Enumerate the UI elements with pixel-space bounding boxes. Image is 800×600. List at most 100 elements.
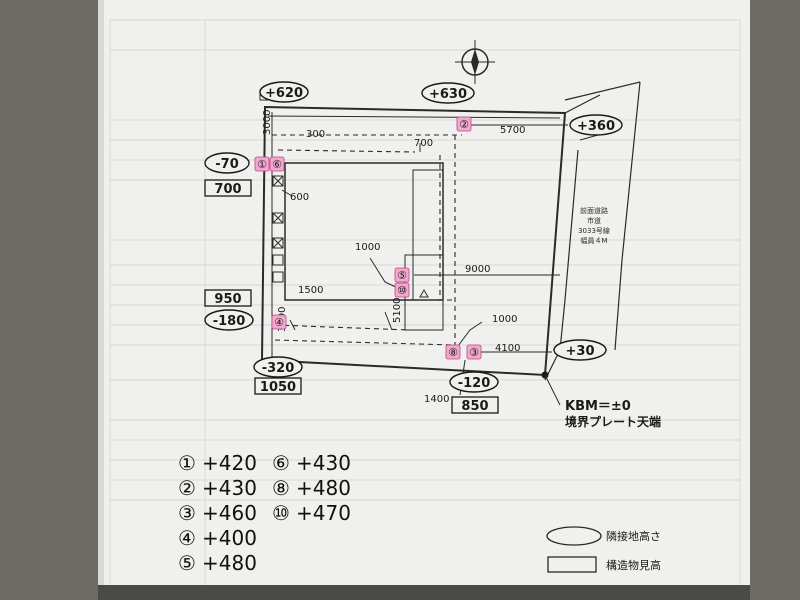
neighbor-height-nh-sw: -320 [253, 356, 303, 378]
survey-point-marker [445, 344, 461, 360]
dimension-d3000: 3000 [262, 110, 273, 135]
point-height-value: +420 [202, 451, 257, 475]
neighbor-height-ellipse [204, 152, 250, 174]
point-height-marker: ⑥ [272, 451, 290, 475]
survey-point-p8: ⑧ [445, 344, 461, 360]
survey-point-marker [269, 156, 285, 172]
neighbor-height-value: -320 [262, 361, 295, 376]
north-compass-icon [455, 40, 495, 84]
point-height-item: ⑤+480 [178, 551, 257, 575]
point-height-marker: ⑤ [178, 551, 196, 575]
survey-point-label: ④ [274, 316, 284, 329]
neighbor-height-nh-w2: -180 [204, 309, 254, 331]
structure-height-value: 1050 [260, 380, 296, 395]
point-height-value: +430 [296, 451, 351, 475]
neighbor-height-nh-w1: -70 [204, 152, 250, 174]
dimension-d1000a: 1000 [355, 242, 380, 253]
dimension-d300: 300 [306, 129, 325, 140]
survey-point-p6: ⑥ [269, 156, 285, 172]
structure-height-value: 700 [214, 182, 241, 197]
road-label-line2: 市道 [587, 216, 601, 225]
neighbor-height-nh-se: +30 [553, 339, 607, 361]
neighbor-height-value: +630 [429, 87, 467, 102]
point-height-item: ⑩+470 [272, 501, 351, 525]
neighbor-height-nh-e: +360 [569, 114, 623, 136]
neighbor-height-nh-nw: +620 [259, 81, 309, 103]
legend-ellipse-label: 隣接地高さ [606, 529, 661, 543]
structure-height-value: 850 [461, 399, 488, 414]
survey-point-label: ③ [469, 346, 479, 359]
kbm-label: KBM＝±0 [565, 399, 631, 414]
bottom-table-band [98, 585, 750, 600]
neighbor-height-value: +360 [577, 119, 615, 134]
legend: 隣接地高さ 構造物見高 [546, 526, 661, 573]
neighbor-height-nh-n: +630 [421, 82, 475, 104]
point-height-item: ⑧+480 [272, 476, 351, 500]
survey-point-p3: ③ [466, 344, 482, 360]
dimension-d600: 600 [290, 192, 309, 203]
dimension-lines [281, 124, 568, 396]
neighbor-height-ellipse [259, 81, 309, 103]
point-height-marker: ③ [178, 501, 196, 525]
point-height-value: +470 [296, 501, 351, 525]
neighbor-height-ellipse [569, 114, 623, 136]
neighbor-height-ellipse [449, 371, 499, 393]
road-label: 前面道路 市道 3033号線 幅員４M [578, 206, 610, 245]
dimension-d1000b: 1000 [492, 314, 517, 325]
road-label-line3: 3033号線 [578, 226, 610, 235]
dimension-d5700: 5700 [500, 125, 525, 136]
legend-ellipse-icon [546, 526, 602, 546]
survey-point-marker [466, 344, 482, 360]
point-height-marker: ⑧ [272, 476, 290, 500]
point-height-value: +400 [202, 526, 257, 550]
survey-point-label: ① [257, 158, 267, 171]
legend-rect-icon [547, 556, 597, 573]
structure-height-box [204, 179, 252, 197]
point-height-value: +480 [202, 551, 257, 575]
point-height-marker: ① [178, 451, 196, 475]
structure-height-box [204, 289, 252, 307]
point-height-item: ③+460 [178, 501, 257, 525]
survey-point-marker [456, 116, 472, 132]
structure-height-sh-sw: 1050 [254, 377, 302, 395]
point-height-marker: ⑩ [272, 501, 290, 525]
survey-point-marker [394, 282, 410, 298]
point-height-item: ⑥+430 [272, 451, 351, 475]
survey-point-p5: ⑤ [394, 267, 410, 283]
point-height-item: ④+400 [178, 526, 257, 550]
neighbor-height-ellipse [553, 339, 607, 361]
dimension-d1500: 1500 [298, 285, 323, 296]
point-height-marker: ② [178, 476, 196, 500]
survey-point-p10: ⑩ [394, 282, 410, 298]
neighbor-height-value: -180 [213, 314, 246, 329]
road-label-line4: 幅員４M [580, 236, 607, 245]
survey-point-marker [254, 156, 270, 172]
point-height-value: +460 [202, 501, 257, 525]
survey-point-p4: ④ [271, 314, 287, 330]
neighbor-height-nh-s: -120 [449, 371, 499, 393]
survey-point-marker [394, 267, 410, 283]
triangle-marker-icon [419, 288, 429, 298]
point-height-marker: ④ [178, 526, 196, 550]
survey-point-label: ⑥ [272, 158, 282, 171]
dimension-d1400: 1400 [424, 394, 449, 405]
structure-height-box [254, 377, 302, 395]
structure-height-sh-s: 850 [451, 396, 499, 414]
structure-height-value: 950 [214, 292, 241, 307]
survey-point-p1: ① [254, 156, 270, 172]
neighbor-heights: +620 +630 +360 -70 -180 -320 -120 +30 [204, 81, 623, 393]
front-road [544, 81, 641, 381]
survey-point-marker [271, 314, 287, 330]
paper-edge [98, 0, 104, 600]
road-label-line1: 前面道路 [580, 206, 608, 215]
survey-point-label: ⑩ [397, 284, 407, 297]
neighbor-height-ellipse [421, 82, 475, 104]
kbm-sub-label: 境界プレート天端 [565, 414, 661, 429]
point-height-item: ②+430 [178, 476, 257, 500]
dimension-d9000: 9000 [465, 264, 490, 275]
kbm-leader-line [544, 374, 561, 406]
structure-heights: 700 950 1050 850 [204, 179, 499, 414]
neighbor-height-value: -120 [458, 376, 491, 391]
